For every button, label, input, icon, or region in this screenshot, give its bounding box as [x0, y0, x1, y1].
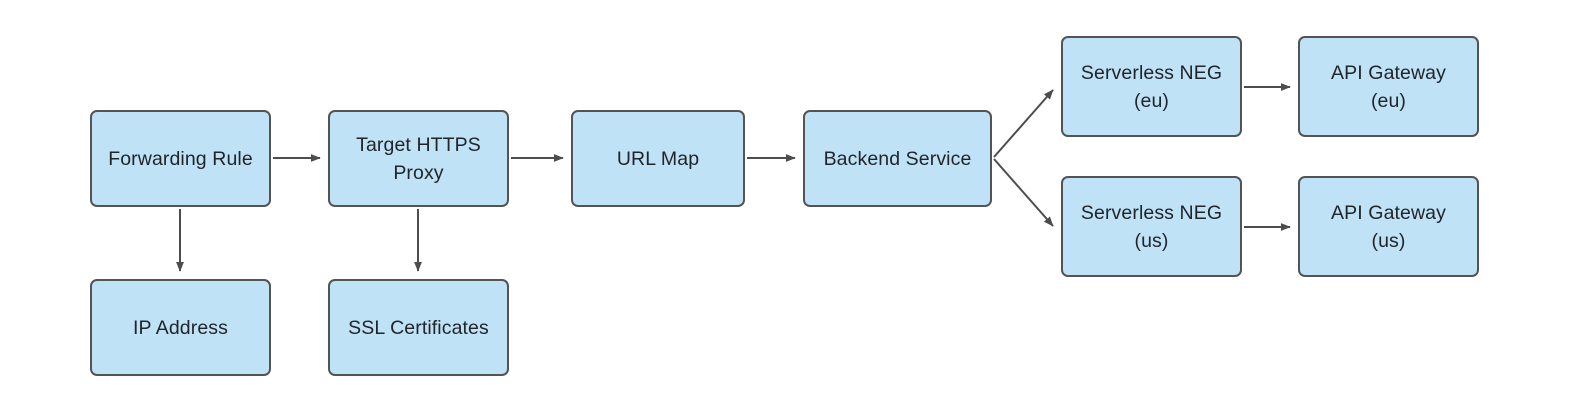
node-api-gateway-eu[interactable]: API Gateway (eu): [1298, 36, 1479, 137]
node-ssl-certificates[interactable]: SSL Certificates: [328, 279, 509, 376]
node-api-gateway-us[interactable]: API Gateway (us): [1298, 176, 1479, 277]
node-target-https-proxy[interactable]: Target HTTPS Proxy: [328, 110, 509, 207]
node-forwarding-rule[interactable]: Forwarding Rule: [90, 110, 271, 207]
node-url-map[interactable]: URL Map: [571, 110, 745, 207]
node-serverless-neg-us[interactable]: Serverless NEG (us): [1061, 176, 1242, 277]
edge-backend-service-to-serverless-neg-eu: [993, 89, 1054, 158]
node-backend-service[interactable]: Backend Service: [803, 110, 992, 207]
node-ip-address[interactable]: IP Address: [90, 279, 271, 376]
node-serverless-neg-eu[interactable]: Serverless NEG (eu): [1061, 36, 1242, 137]
edge-backend-service-to-serverless-neg-us: [993, 158, 1054, 227]
